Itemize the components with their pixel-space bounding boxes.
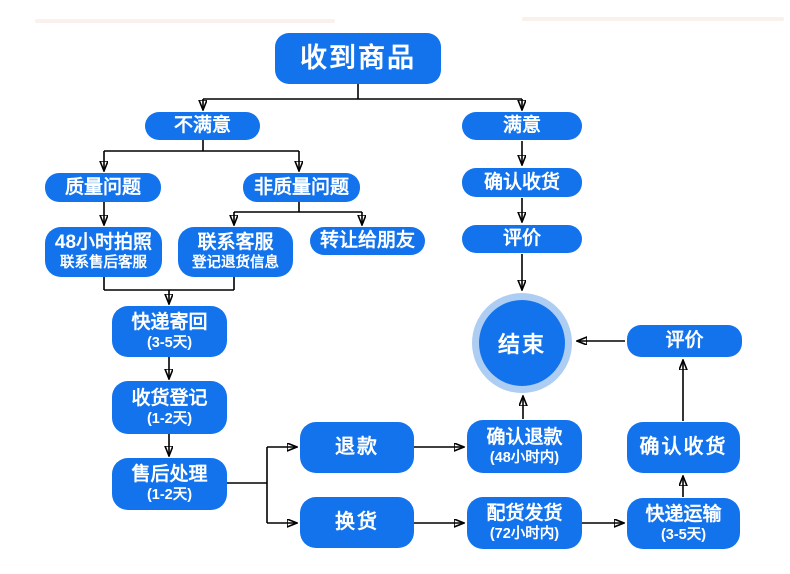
node-end-ring: 结束 [472, 293, 572, 393]
node-label: 确认收货 [483, 171, 560, 193]
node-label-line1: 收货登记 [131, 387, 208, 409]
node-transfer-to-friend: 转让给朋友 [310, 227, 425, 255]
node-label: 转让给朋友 [319, 230, 415, 252]
node-label: 非质量问题 [253, 176, 349, 198]
node-label-line2: (3-5天) [146, 334, 193, 351]
node-confirm-refund: 确认退款 (48小时内) [467, 420, 582, 473]
node-label-line2: (1-2天) [146, 487, 193, 504]
node-label: 质量问题 [64, 176, 141, 198]
background-streak-left [35, 19, 335, 23]
node-exchange: 换货 [300, 497, 414, 548]
node-quality-issue: 质量问题 [45, 173, 161, 202]
node-label-line1: 快递寄回 [131, 311, 208, 333]
node-label: 不满意 [173, 115, 231, 137]
node-label: 退款 [335, 436, 379, 458]
node-label-line2: (1-2天) [146, 410, 193, 427]
node-label-line1: 确认退款 [486, 426, 563, 448]
node-unsatisfied: 不满意 [145, 112, 260, 140]
node-label-line2: 联系售后客服 [60, 255, 147, 272]
node-label: 收到商品 [300, 42, 416, 73]
node-end: 结束 [479, 300, 565, 386]
background-streak-right [522, 17, 784, 21]
node-contact-service: 联系客服 登记退货信息 [178, 227, 293, 277]
node-label-line1: 联系客服 [197, 232, 274, 254]
node-label: 满意 [502, 115, 541, 137]
node-non-quality-issue: 非质量问题 [243, 173, 360, 202]
node-express-transport: 快递运输 (3-5天) [627, 498, 740, 549]
node-label-line1: 快递运输 [645, 503, 722, 525]
node-label-line1: 售后处理 [131, 464, 208, 486]
node-label: 评价 [665, 330, 704, 352]
node-label-line1: 48小时拍照 [54, 232, 153, 254]
node-evaluate-top: 评价 [462, 225, 582, 253]
node-label-line2: (48小时内) [489, 449, 560, 466]
node-dispatch-shipping: 配货发货 (72小时内) [467, 497, 582, 549]
node-label-line2: (72小时内) [489, 526, 560, 543]
node-received-goods: 收到商品 [275, 33, 441, 84]
node-photo-48h: 48小时拍照 联系售后客服 [45, 227, 162, 277]
node-label: 确认收货 [639, 436, 728, 458]
node-label-line1: 配货发货 [486, 503, 563, 525]
node-label-line2: 登记退货信息 [192, 255, 279, 272]
node-label: 结束 [497, 332, 546, 357]
node-receipt-registration: 收货登记 (1-2天) [112, 381, 227, 434]
node-satisfied: 满意 [462, 112, 582, 140]
node-label-line2: (3-5天) [660, 526, 707, 543]
node-confirm-receipt-bottom: 确认收货 [627, 422, 740, 473]
node-refund: 退款 [300, 422, 414, 473]
node-confirm-receipt-top: 确认收货 [462, 168, 582, 197]
node-after-sales-processing: 售后处理 (1-2天) [112, 458, 227, 510]
node-express-send-back: 快递寄回 (3-5天) [112, 306, 227, 357]
node-label: 评价 [502, 228, 541, 250]
node-evaluate-bottom: 评价 [627, 325, 742, 357]
node-label: 换货 [335, 511, 379, 533]
